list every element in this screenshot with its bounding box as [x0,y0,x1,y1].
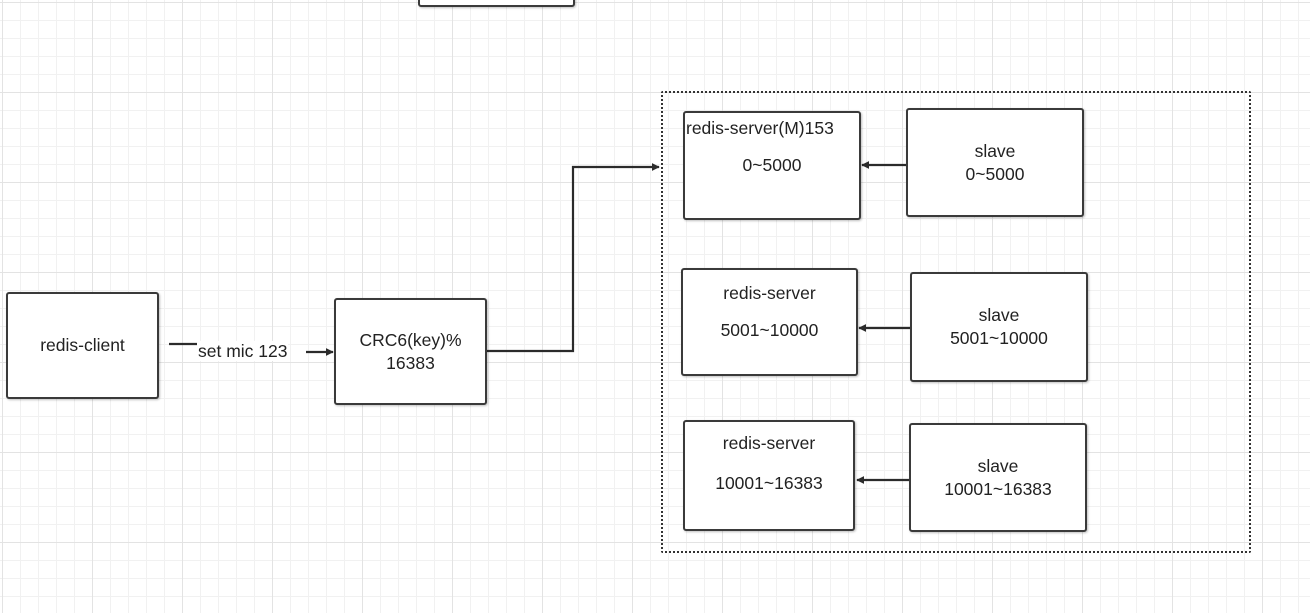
master-3-slot-range: 10001~16383 [715,473,823,493]
redis-client-node[interactable]: redis-client [6,292,159,399]
redis-server-master-3[interactable]: redis-server 10001~16383 [683,420,855,531]
slave-node-3[interactable]: slave 10001~16383 [909,423,1087,532]
master-2-slot-range: 5001~10000 [720,320,819,340]
master-2-title: redis-server [723,283,816,303]
edge-label-set-command: set mic 123 [197,341,289,361]
master-3-title: redis-server [722,433,816,453]
redis-server-master-1[interactable]: redis-server(M)153 0~5000 [683,111,861,220]
hash-formula-line2: 16383 [386,352,435,373]
partial-node-top[interactable] [418,0,575,7]
redis-server-master-2[interactable]: redis-server 5001~10000 [681,268,858,376]
master-1-slot-range: 0~5000 [742,155,802,175]
redis-client-label: redis-client [40,335,125,355]
slave-2-title: slave [978,305,1020,325]
master-1-title: redis-server(M)153 [686,118,834,138]
slave-3-slot-range: 10001~16383 [944,478,1052,499]
slave-node-2[interactable]: slave 5001~10000 [910,272,1088,382]
slave-1-title: slave [974,140,1016,161]
slave-2-slot-range: 5001~10000 [950,328,1048,348]
slave-1-slot-range: 0~5000 [965,163,1025,184]
edge-hash-to-cluster [486,163,660,353]
redis-cluster-group[interactable] [661,91,1251,553]
hash-formula-line1: CRC6(key)% [359,329,462,350]
hash-slot-node[interactable]: CRC6(key)% 16383 [334,298,487,405]
slave-node-1[interactable]: slave 0~5000 [906,108,1084,217]
slave-3-title: slave [977,455,1019,476]
